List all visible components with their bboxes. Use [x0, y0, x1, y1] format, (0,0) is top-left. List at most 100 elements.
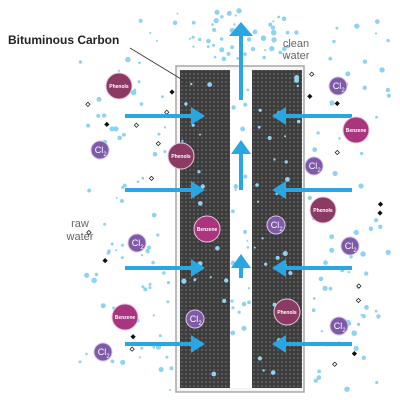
- molecule-circle: [273, 298, 301, 326]
- inflow-arrow-head: [272, 259, 286, 277]
- sediment-speck: [155, 140, 161, 147]
- water-bubble: [199, 133, 201, 136]
- water-bubble: [233, 184, 239, 189]
- phenols-molecule: Phenols: [309, 196, 337, 224]
- water-bubble: [231, 306, 235, 310]
- water-bubble: [84, 272, 90, 278]
- clean-water-channel: [230, 70, 252, 388]
- molecule-label: Cl: [345, 241, 354, 251]
- water-bubble: [379, 67, 385, 73]
- water-bubble: [230, 45, 235, 50]
- molecule-circle: [342, 116, 370, 144]
- water-bubble: [151, 212, 157, 218]
- water-bubble: [106, 251, 111, 255]
- water-bubble: [138, 61, 141, 65]
- water-bubble: [272, 20, 275, 23]
- sediment-speck: [334, 149, 340, 156]
- water-bubble: [215, 246, 220, 251]
- molecule-label: Cl: [95, 145, 104, 155]
- molecule-label: Cl: [132, 238, 141, 248]
- contaminant-speck: [104, 121, 110, 128]
- sediment-speck: [85, 101, 91, 108]
- water-bubble: [198, 201, 203, 206]
- water-bubble: [277, 15, 281, 19]
- water-bubble: [316, 131, 320, 135]
- water-bubble: [221, 56, 227, 62]
- water-bubble: [253, 246, 256, 249]
- water-bubble: [190, 82, 193, 86]
- water-bubble: [285, 30, 290, 35]
- water-bubble: [335, 26, 339, 30]
- water-bubble: [286, 55, 289, 59]
- label-pointer-line: [129, 47, 187, 83]
- inflow-arrow-head: [272, 107, 286, 125]
- water-bubble: [349, 255, 353, 259]
- water-bubble: [200, 184, 205, 189]
- water-bubble: [87, 188, 92, 193]
- bituminous-carbon-label: Bituminous Carbon: [8, 33, 119, 47]
- water-bubble: [252, 29, 258, 35]
- molecule-circle: [167, 142, 195, 170]
- water-bubble: [158, 366, 164, 373]
- inflow-arrow-head: [272, 335, 286, 353]
- water-bubble: [143, 287, 148, 292]
- water-bubble: [148, 282, 152, 286]
- water-bubble: [307, 195, 312, 201]
- phenols-molecule: Phenols: [273, 298, 301, 326]
- water-bubble: [284, 160, 288, 164]
- sediment-speck: [332, 361, 338, 367]
- water-bubble: [361, 355, 366, 360]
- water-bubble: [386, 93, 391, 98]
- water-bubble: [278, 50, 283, 55]
- sediment-speck: [164, 109, 170, 115]
- water-bubble: [338, 137, 341, 140]
- molecule-label: Phenols: [277, 310, 297, 316]
- water-bubble: [329, 100, 335, 106]
- water-bubble: [282, 46, 287, 52]
- water-bubble: [282, 251, 288, 256]
- water-bubble: [102, 113, 107, 118]
- water-bubble: [109, 126, 115, 132]
- water-bubble: [234, 14, 237, 17]
- water-bubble: [332, 39, 336, 44]
- water-bubble: [85, 352, 88, 356]
- water-bubble: [267, 136, 272, 140]
- water-bubble: [212, 28, 217, 32]
- water-bubble: [275, 192, 278, 196]
- water-bubble: [121, 243, 124, 247]
- contaminant-speck: [334, 100, 340, 107]
- water-bubble: [257, 200, 260, 203]
- outflow-arrow-head: [231, 140, 251, 154]
- outflow-arrow-head: [229, 22, 253, 36]
- water-bubble: [148, 286, 152, 290]
- molecule-label: Benzene: [346, 128, 367, 134]
- water-bubble: [191, 20, 196, 25]
- water-bubble: [86, 123, 91, 128]
- molecule-subscript: 2: [106, 354, 110, 360]
- water-bubble: [152, 314, 155, 317]
- water-bubble: [347, 270, 350, 274]
- inflow-arrow-head: [191, 335, 205, 353]
- molecule-label: Phenols: [171, 154, 191, 160]
- water-bubble: [255, 183, 259, 187]
- water-bubble: [243, 229, 248, 234]
- water-bubble: [117, 135, 122, 141]
- water-bubble: [364, 305, 369, 310]
- water-bubble: [96, 113, 101, 118]
- benzene-molecule: Benzene: [111, 303, 139, 331]
- water-bubble: [312, 147, 318, 153]
- water-bubble: [318, 276, 324, 282]
- water-bubble: [191, 123, 195, 127]
- water-bubble: [328, 286, 333, 291]
- water-bubble: [213, 55, 217, 59]
- water-bubble: [375, 380, 379, 385]
- water-bubble: [353, 345, 359, 351]
- water-bubble: [320, 330, 324, 333]
- water-bubble: [194, 278, 197, 281]
- water-bubble: [214, 9, 220, 15]
- water-bubble: [364, 271, 369, 276]
